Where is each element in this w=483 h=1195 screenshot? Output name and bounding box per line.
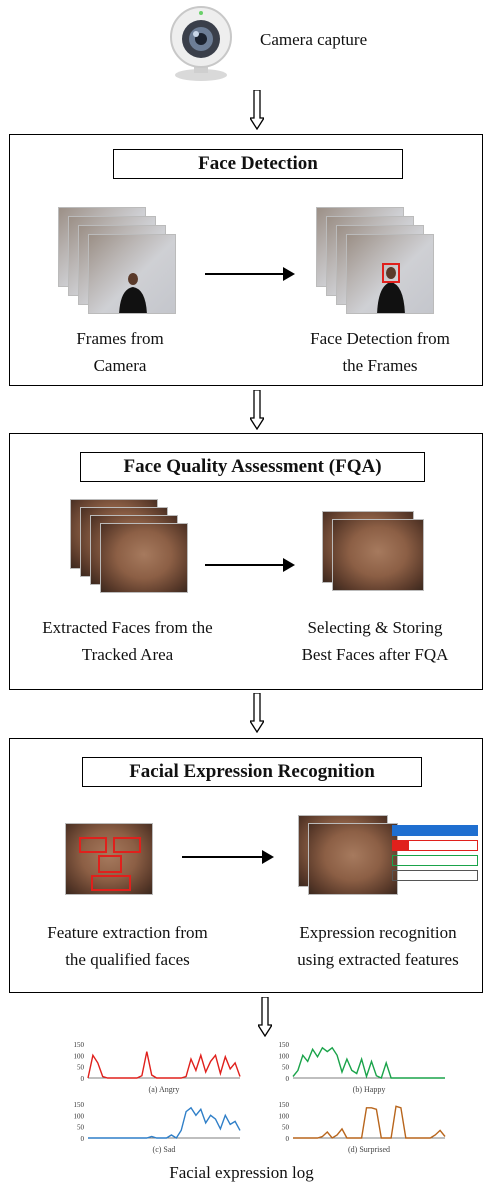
camera-label: Camera capture <box>260 30 368 49</box>
score-bar <box>392 840 478 851</box>
expression-recognition-stage: Facial Expression Recognition Feature ex… <box>9 738 483 993</box>
log-chart-label: (c) Sad <box>153 1145 176 1154</box>
feature-face-image <box>65 823 153 895</box>
log-trace <box>88 1106 241 1139</box>
caption-line: Frames from <box>76 329 164 348</box>
caption-line: Extracted Faces from the <box>42 618 213 637</box>
log-tick-label: 100 <box>74 1112 85 1120</box>
caption-line: Expression recognition <box>299 923 457 942</box>
log-tick-label: 100 <box>279 1112 290 1120</box>
score-bar <box>392 825 478 836</box>
face-detection-stage: Face Detection Frames from Camera Face D… <box>9 134 483 386</box>
caption-line: Feature extraction from <box>47 923 208 942</box>
stage-title: Face Detection <box>113 149 403 179</box>
log-tick-label: 150 <box>74 1101 85 1109</box>
feature-caption: Feature extraction from the qualified fa… <box>15 919 240 973</box>
log-tick-label: 150 <box>279 1041 290 1049</box>
log-tick-label: 100 <box>74 1052 85 1060</box>
down-arrow-icon <box>248 389 266 431</box>
caption-line: Camera <box>93 356 147 375</box>
stage-title: Facial Expression Recognition <box>82 757 422 787</box>
recognition-caption: Expression recognition using extracted f… <box>272 919 483 973</box>
expression-log: 150 100 50 0 (a) Angry 150 100 50 0 (b) Happy 15… <box>60 1040 460 1160</box>
log-tick-label: 50 <box>282 1124 290 1132</box>
extracted-face-image <box>100 523 188 593</box>
caption-line: the Frames <box>342 356 418 375</box>
log-tick-label: 0 <box>286 1135 290 1143</box>
log-tick-label: 150 <box>279 1101 290 1109</box>
fqa-stage: Face Quality Assessment (FQA) Extracted … <box>9 433 483 690</box>
down-arrow-icon <box>248 692 266 734</box>
log-tick-label: 0 <box>81 1135 85 1143</box>
caption-line: using extracted features <box>297 950 459 969</box>
frames-caption: Frames from Camera <box>30 325 210 379</box>
log-chart-label: (b) Happy <box>353 1085 386 1094</box>
log-trace <box>293 1105 446 1139</box>
log-tick-label: 0 <box>286 1075 290 1083</box>
down-arrow-icon <box>256 996 274 1038</box>
down-arrow-icon <box>248 89 266 131</box>
recognized-face-image <box>308 823 398 895</box>
process-arrow <box>205 558 295 572</box>
log-tick-label: 0 <box>81 1075 85 1083</box>
log-tick-label: 150 <box>74 1041 85 1049</box>
score-bar <box>392 870 478 881</box>
process-arrow <box>182 850 274 864</box>
score-bar-fill <box>393 841 409 850</box>
log-chart-surprised: 150 100 50 0 (d) Surprised <box>279 1101 446 1154</box>
camera-icon <box>160 5 242 83</box>
best-faces-caption: Selecting & Storing Best Faces after FQA <box>270 614 480 668</box>
caption-line: the qualified faces <box>65 950 190 969</box>
log-trace <box>292 1046 445 1079</box>
log-chart-happy: 150 100 50 0 (b) Happy <box>279 1041 445 1094</box>
log-chart-label: (a) Angry <box>149 1085 180 1094</box>
best-face-image <box>332 519 424 591</box>
caption-line: Face Detection from <box>310 329 450 348</box>
caption-line: Tracked Area <box>81 645 174 664</box>
detection-caption: Face Detection from the Frames <box>280 325 480 379</box>
log-tick-label: 50 <box>77 1124 85 1132</box>
camera-frame-image <box>88 234 176 314</box>
log-tick-label: 50 <box>282 1064 290 1072</box>
process-arrow <box>205 267 295 281</box>
expression-score-bars <box>392 825 478 885</box>
log-trace <box>87 1051 241 1079</box>
log-caption: Facial expression log <box>169 1163 314 1182</box>
detected-frame-image <box>346 234 434 314</box>
log-tick-label: 100 <box>279 1052 290 1060</box>
log-chart-sad: 150 100 50 0 (c) Sad <box>74 1101 241 1154</box>
score-bar <box>392 855 478 866</box>
log-tick-label: 50 <box>77 1064 85 1072</box>
log-chart-label: (d) Surprised <box>348 1145 390 1154</box>
log-chart-angry: 150 100 50 0 (a) Angry <box>74 1041 241 1094</box>
caption-line: Best Faces after FQA <box>301 645 449 664</box>
caption-line: Selecting & Storing <box>307 618 443 637</box>
extracted-caption: Extracted Faces from the Tracked Area <box>15 614 240 668</box>
stage-title: Face Quality Assessment (FQA) <box>80 452 425 482</box>
